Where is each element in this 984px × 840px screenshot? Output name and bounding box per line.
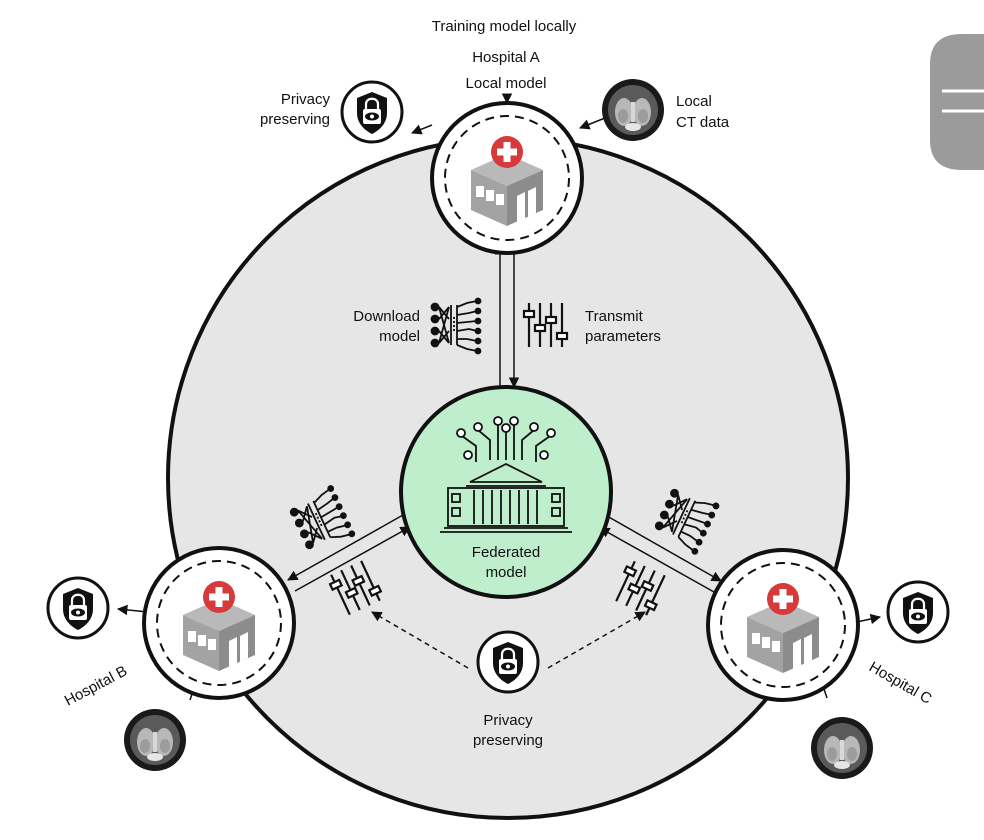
transmit-arrow-c	[599, 527, 715, 593]
training-caption: Training model locally	[432, 18, 577, 35]
privacy-arrow-a	[411, 124, 433, 135]
ct-arrow-a	[579, 117, 606, 130]
download-label-line2: model	[379, 328, 420, 345]
federated-label-line2: model	[486, 564, 527, 581]
transmit-label-line2: parameters	[585, 328, 661, 345]
federated-building-icon	[440, 416, 572, 533]
federated-label-line1: Federated	[472, 544, 540, 561]
ct-label-line2: CT data	[676, 114, 730, 131]
side-tab	[930, 34, 984, 170]
ct-scan-icon-a	[602, 79, 664, 141]
privacy-shield-icon-c	[886, 580, 950, 644]
privacy-dashed-arrow-c	[547, 611, 646, 669]
hospital-b-label: Hospital B	[62, 662, 130, 709]
transmit-label-line1: Transmit	[585, 308, 644, 325]
hospital-b-node	[142, 546, 296, 700]
federated-model-node: Federated model	[399, 385, 613, 599]
transmit-arrow-b	[294, 526, 411, 592]
hospital-a-node	[430, 101, 584, 255]
privacy-shield-icon-b	[46, 576, 110, 640]
privacy-dashed-arrow-b	[371, 611, 469, 669]
download-arrow-c	[606, 515, 722, 582]
privacy-label-a-line2: preserving	[260, 111, 330, 128]
privacy-label-center-line1: Privacy	[483, 712, 533, 729]
privacy-label-a-line1: Privacy	[281, 91, 331, 108]
local-model-label: Local model	[466, 75, 547, 92]
download-label-line1: Download	[353, 308, 420, 325]
ct-scan-icon-c	[811, 717, 873, 779]
hospital-c-node	[706, 548, 860, 702]
privacy-shield-icon-center	[476, 630, 540, 694]
privacy-label-center-line2: preserving	[473, 732, 543, 749]
hospital-c-label: Hospital C	[866, 658, 935, 707]
hospital-a-label: Hospital A	[472, 49, 540, 66]
ct-scan-icon-b	[124, 709, 186, 771]
ct-label-line1: Local	[676, 93, 712, 110]
privacy-shield-icon-a	[340, 80, 404, 144]
connection-arrows	[116, 93, 882, 701]
download-arrow-b	[287, 514, 404, 581]
